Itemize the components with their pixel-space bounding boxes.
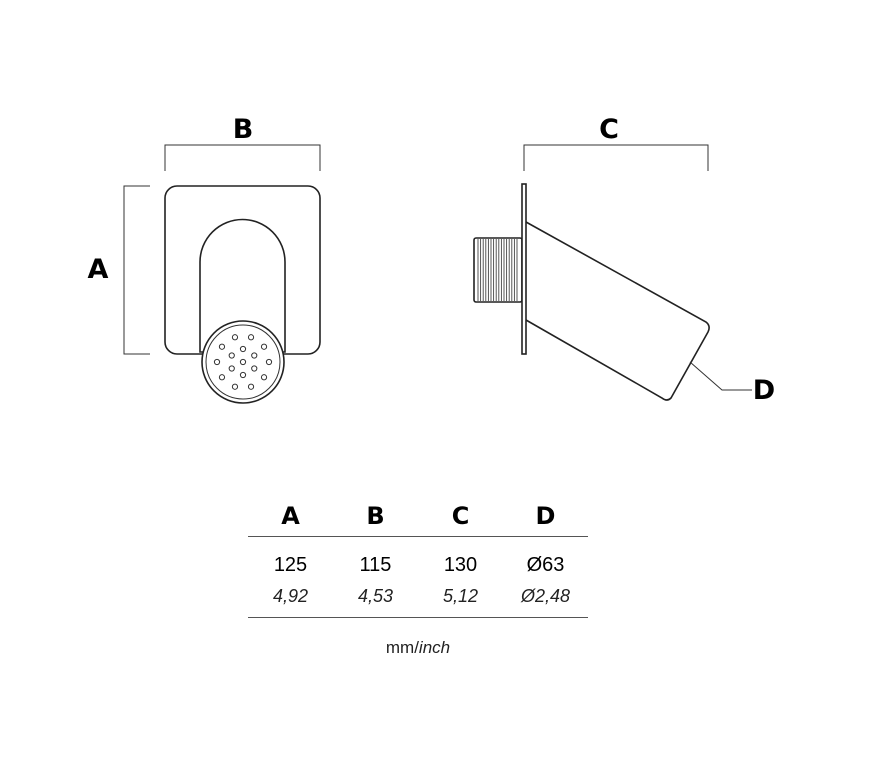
units-mm: mm/ <box>385 638 419 657</box>
units-inch: inch <box>418 638 451 657</box>
angled-spout-body <box>525 221 710 401</box>
dimension-a-bracket <box>123 185 150 355</box>
nozzle-hole <box>228 365 235 372</box>
nozzle-hole <box>239 358 247 366</box>
front-view: B A <box>88 114 321 404</box>
nozzle-hole <box>265 358 273 366</box>
nozzle-hole <box>218 343 226 350</box>
table-row-mm: 125 115 130 Ø63 <box>248 537 588 581</box>
side-view: C D <box>473 114 775 406</box>
wall-flange <box>521 183 527 355</box>
table-header-a: A <box>281 502 300 530</box>
table-cell-c-inch: 5,12 <box>442 586 479 606</box>
dimension-d-leader <box>689 361 752 391</box>
spout-body <box>199 218 286 353</box>
table-header-c: C <box>451 502 470 530</box>
nozzle-hole <box>231 334 239 341</box>
nozzle-hole <box>251 365 258 372</box>
dimension-d-label: D <box>753 375 775 406</box>
nozzle-hole <box>239 345 247 353</box>
table-cell-d-mm: Ø63 <box>526 554 565 576</box>
threaded-connector <box>473 237 523 303</box>
nozzle-hole <box>231 383 239 390</box>
nozzle-holes <box>213 334 273 390</box>
table-divider-top <box>248 536 588 537</box>
table-header-b: B <box>366 502 385 530</box>
table-cell-a-inch: 4,92 <box>272 586 309 606</box>
units-note: mm/inch <box>248 638 588 658</box>
table-cell-b-inch: 4,53 <box>357 586 394 606</box>
nozzle-hole <box>228 352 235 359</box>
nozzle-hole <box>239 371 247 379</box>
table-cell-c-mm: 130 <box>443 554 478 576</box>
nozzle-hole <box>260 343 268 350</box>
dimension-c-bracket <box>523 144 709 171</box>
dimension-b-label: B <box>233 114 254 145</box>
dimension-a-label: A <box>88 254 109 285</box>
nozzle-hole <box>213 358 221 366</box>
table-cell-a-mm: 125 <box>273 554 308 576</box>
nozzle-hole <box>247 334 255 341</box>
nozzle-hole <box>251 352 258 359</box>
table-row-inch: 4,92 4,53 5,12 Ø2,48 <box>248 581 588 617</box>
nozzle-head <box>201 320 285 404</box>
table-cell-d-inch: Ø2,48 <box>520 586 571 606</box>
nozzle-hole <box>247 383 255 390</box>
dimension-c-label: C <box>599 114 619 145</box>
nozzle-hole <box>218 374 226 381</box>
table-header-row: A B C D <box>248 496 588 536</box>
dimension-b-bracket <box>164 144 321 171</box>
table-header-d: D <box>535 502 556 530</box>
table-cell-b-mm: 115 <box>359 554 392 576</box>
table-divider-bottom <box>248 617 588 618</box>
dimension-table: A B C D 125 115 130 Ø63 4,92 4,53 5,12 Ø… <box>248 496 588 618</box>
nozzle-hole <box>260 374 268 381</box>
